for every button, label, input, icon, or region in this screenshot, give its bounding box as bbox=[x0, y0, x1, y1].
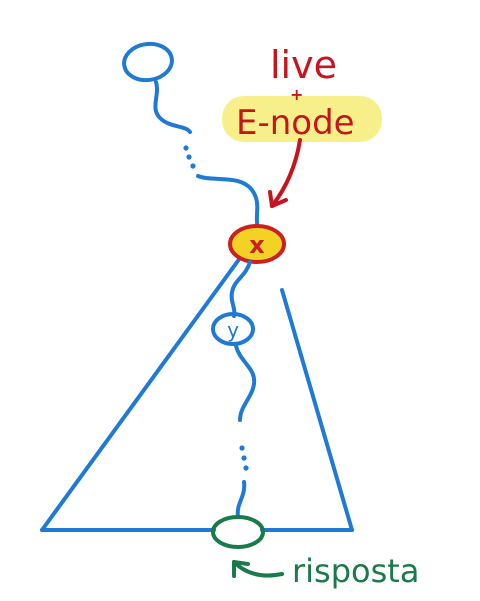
subtree-triangle bbox=[40, 256, 354, 532]
path-ellipsis-lower bbox=[239, 445, 249, 471]
node-y: y bbox=[211, 312, 255, 346]
path-ellipsis-upper bbox=[183, 145, 196, 169]
node-x-label: x bbox=[249, 231, 265, 259]
annotation-enode: E-node bbox=[236, 103, 355, 143]
node-y-label: y bbox=[227, 318, 239, 342]
node-x: x bbox=[228, 224, 286, 264]
annotation-plus: + bbox=[290, 85, 303, 104]
answer-arrow bbox=[232, 560, 284, 578]
path-x-to-y bbox=[229, 260, 252, 318]
answer-node bbox=[211, 515, 265, 549]
answer-label: risposta bbox=[292, 552, 419, 590]
root-node bbox=[122, 41, 174, 83]
root-path-lower bbox=[196, 174, 260, 230]
annotation-arrow bbox=[268, 138, 302, 208]
root-path-upper bbox=[153, 80, 192, 134]
path-y-down bbox=[234, 344, 257, 422]
annotation-live-enode: live + E-node bbox=[222, 43, 382, 143]
marker-highlight bbox=[222, 96, 382, 142]
path-to-answer bbox=[235, 480, 247, 518]
annotation-live: live bbox=[270, 43, 337, 87]
